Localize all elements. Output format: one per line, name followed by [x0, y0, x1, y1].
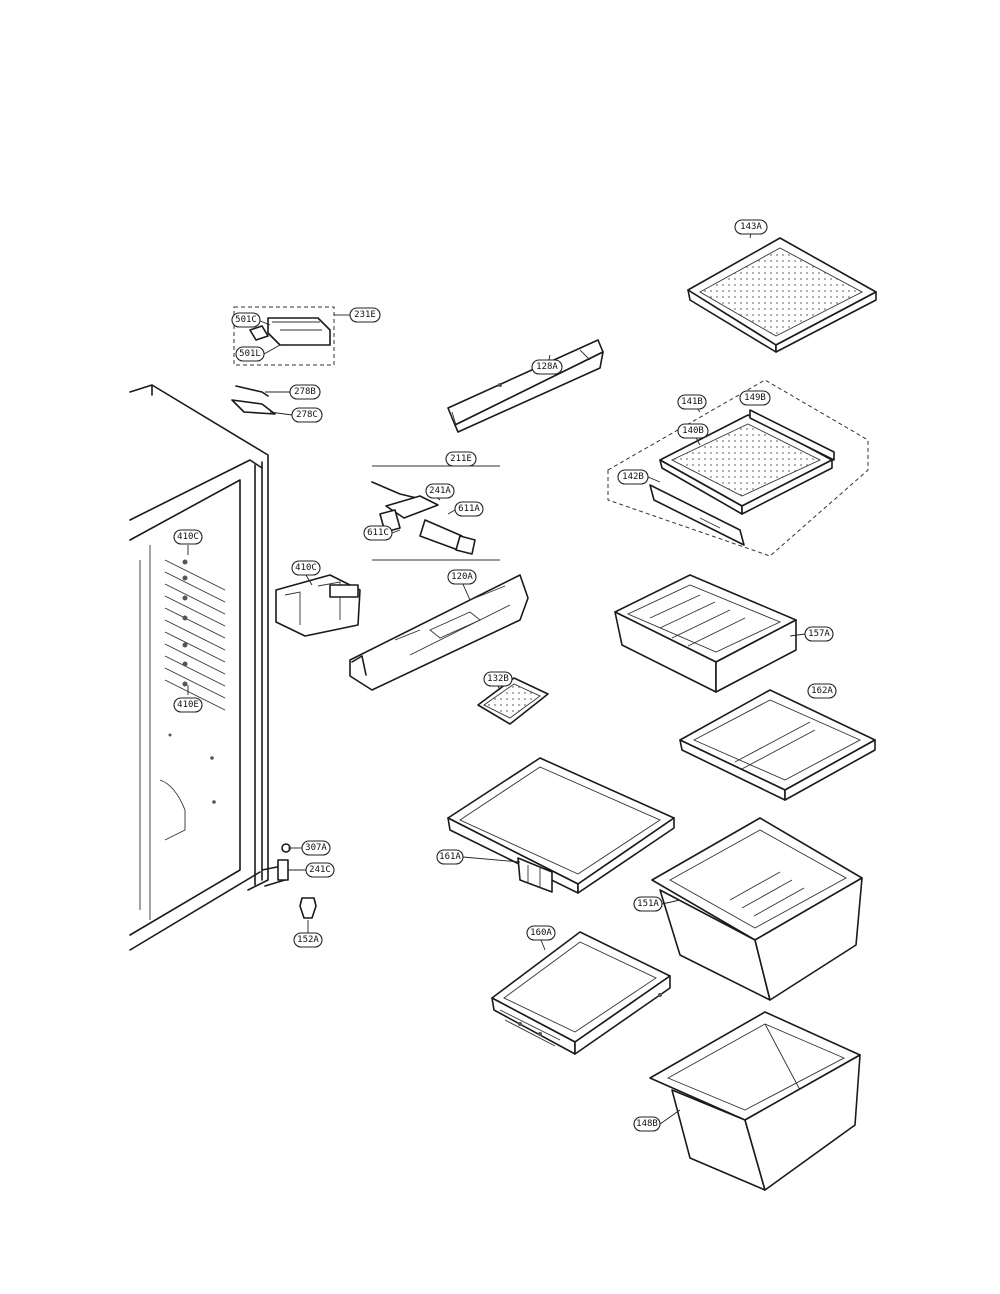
- leader-lines: [187, 227, 816, 1125]
- callout-141b[interactable]: 141B: [677, 394, 707, 410]
- callout-611a[interactable]: 611A: [454, 501, 484, 517]
- shelf-rails: [164, 559, 226, 711]
- callout-label: 501C: [235, 315, 257, 325]
- callout-501c[interactable]: 501C: [231, 312, 261, 328]
- callout-label: 160A: [530, 928, 552, 938]
- callout-160a[interactable]: 160A: [526, 925, 556, 941]
- callout-label: 151A: [637, 899, 659, 909]
- callout-label: 410C: [295, 563, 317, 573]
- callout-label: 501L: [239, 349, 261, 359]
- control-housing: [349, 574, 529, 691]
- callout-162a[interactable]: 162A: [807, 683, 837, 699]
- callout-label: 611C: [367, 528, 389, 538]
- callout-label: 140B: [682, 426, 704, 436]
- callout-611c[interactable]: 611C: [363, 525, 393, 541]
- callout-501l[interactable]: 501L: [235, 346, 265, 362]
- callout-278b[interactable]: 278B: [289, 384, 321, 400]
- callout-120a[interactable]: 120A: [447, 569, 477, 585]
- callout-label: 211E: [450, 454, 472, 464]
- callout-label: 128A: [536, 362, 558, 372]
- callout-140b[interactable]: 140B: [677, 423, 709, 439]
- callout-151a[interactable]: 151A: [633, 896, 663, 912]
- crisper-bin-upper: [651, 817, 863, 1001]
- callout-label: 120A: [451, 572, 473, 582]
- callout-label: 132B: [487, 674, 509, 684]
- callout-label: 278B: [294, 387, 316, 397]
- glass-shelf-top: [687, 237, 877, 353]
- top-hinge-parts: [231, 306, 335, 415]
- callout-label: 161A: [439, 852, 461, 862]
- refrigerator-cabinet: [129, 384, 286, 951]
- part-callouts: 143A 231E 501C 501L 278B 278C 128A 141B: [173, 219, 837, 1132]
- glass-shelf-mid: [679, 689, 876, 801]
- callout-label: 410C: [177, 532, 199, 542]
- callout-label: 142B: [622, 472, 644, 482]
- shelf-trim: [447, 339, 604, 433]
- callout-241a[interactable]: 241A: [425, 483, 455, 499]
- callout-label: 152A: [297, 935, 319, 945]
- callout-label: 241C: [309, 865, 331, 875]
- callout-label: 410E: [177, 700, 199, 710]
- callout-label: 143A: [740, 222, 762, 232]
- callout-label: 148B: [636, 1119, 658, 1129]
- callout-157a[interactable]: 157A: [804, 626, 834, 642]
- glass-shelf-large: [447, 757, 675, 894]
- callout-149b[interactable]: 149B: [739, 390, 771, 406]
- callout-label: 149B: [744, 393, 766, 403]
- callout-231e[interactable]: 231E: [349, 307, 381, 323]
- sliding-shelf-assembly: [607, 379, 869, 557]
- callout-143a[interactable]: 143A: [734, 219, 768, 235]
- callout-label: 141B: [681, 397, 703, 407]
- callout-152a[interactable]: 152A: [293, 932, 323, 948]
- callout-307a[interactable]: 307A: [301, 840, 331, 856]
- callout-278c[interactable]: 278C: [291, 407, 323, 423]
- crisper-bin-lower: [649, 1011, 861, 1191]
- callout-label: 231E: [354, 310, 376, 320]
- callout-128a[interactable]: 128A: [531, 359, 563, 375]
- bottom-hinge-parts: [277, 843, 317, 919]
- callout-410c-left[interactable]: 410C: [173, 529, 203, 545]
- callout-148b[interactable]: 148B: [633, 1116, 661, 1132]
- callout-410e[interactable]: 410E: [173, 697, 203, 713]
- crisper-cover: [491, 931, 671, 1055]
- callout-label: 157A: [808, 629, 830, 639]
- callout-label: 162A: [811, 686, 833, 696]
- small-drawer: [614, 574, 797, 693]
- callout-label: 278C: [296, 410, 318, 420]
- callout-161a[interactable]: 161A: [436, 849, 464, 865]
- callout-211e[interactable]: 211E: [445, 451, 477, 467]
- callout-410c-hinge[interactable]: 410C: [291, 560, 321, 576]
- callout-label: 241A: [429, 486, 451, 496]
- callout-142b[interactable]: 142B: [617, 469, 649, 485]
- callout-132b[interactable]: 132B: [483, 671, 513, 687]
- callout-241c[interactable]: 241C: [305, 862, 335, 878]
- callout-label: 611A: [458, 504, 480, 514]
- filter-grille: [477, 677, 549, 725]
- callout-label: 307A: [305, 843, 327, 853]
- hinge-bracket: [275, 574, 361, 637]
